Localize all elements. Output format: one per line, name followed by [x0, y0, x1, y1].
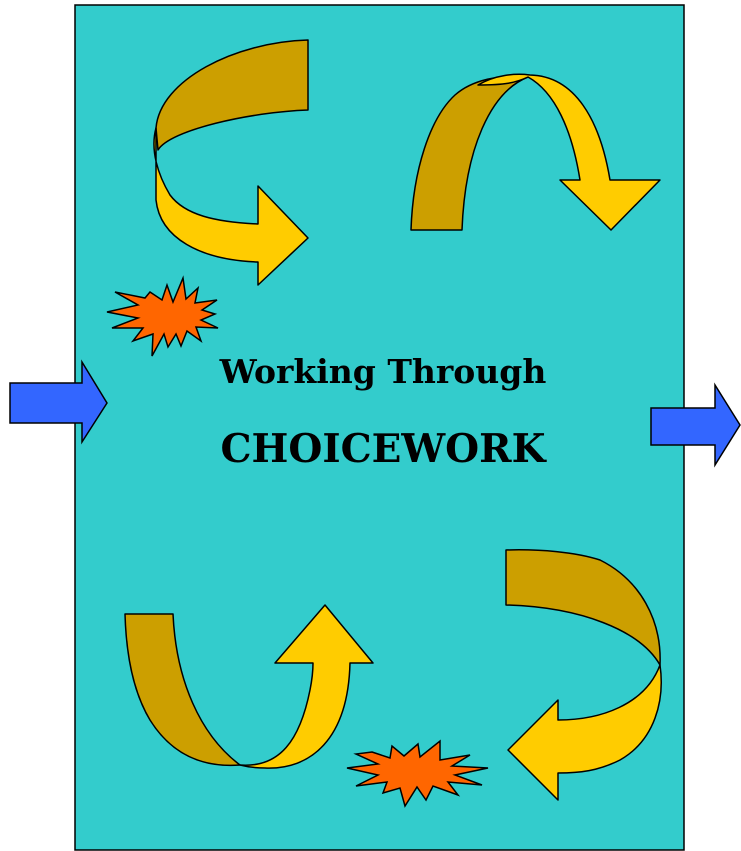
curved-arrow-icon-bottom-left [124, 604, 374, 769]
explosion-burst-icon-bottom [346, 739, 489, 808]
title-line-1: Working Through [219, 352, 547, 391]
explosion-burst-icon-top [106, 275, 219, 357]
curved-arrow-icon-bottom-right [505, 549, 662, 801]
block-arrow-right-icon-right [650, 382, 741, 468]
title-line-2: CHOICEWORK [221, 426, 548, 472]
curved-arrow-icon-top-right [410, 73, 661, 231]
block-arrow-right-icon-left [9, 359, 108, 445]
curved-arrow-icon-top-left [153, 39, 309, 286]
